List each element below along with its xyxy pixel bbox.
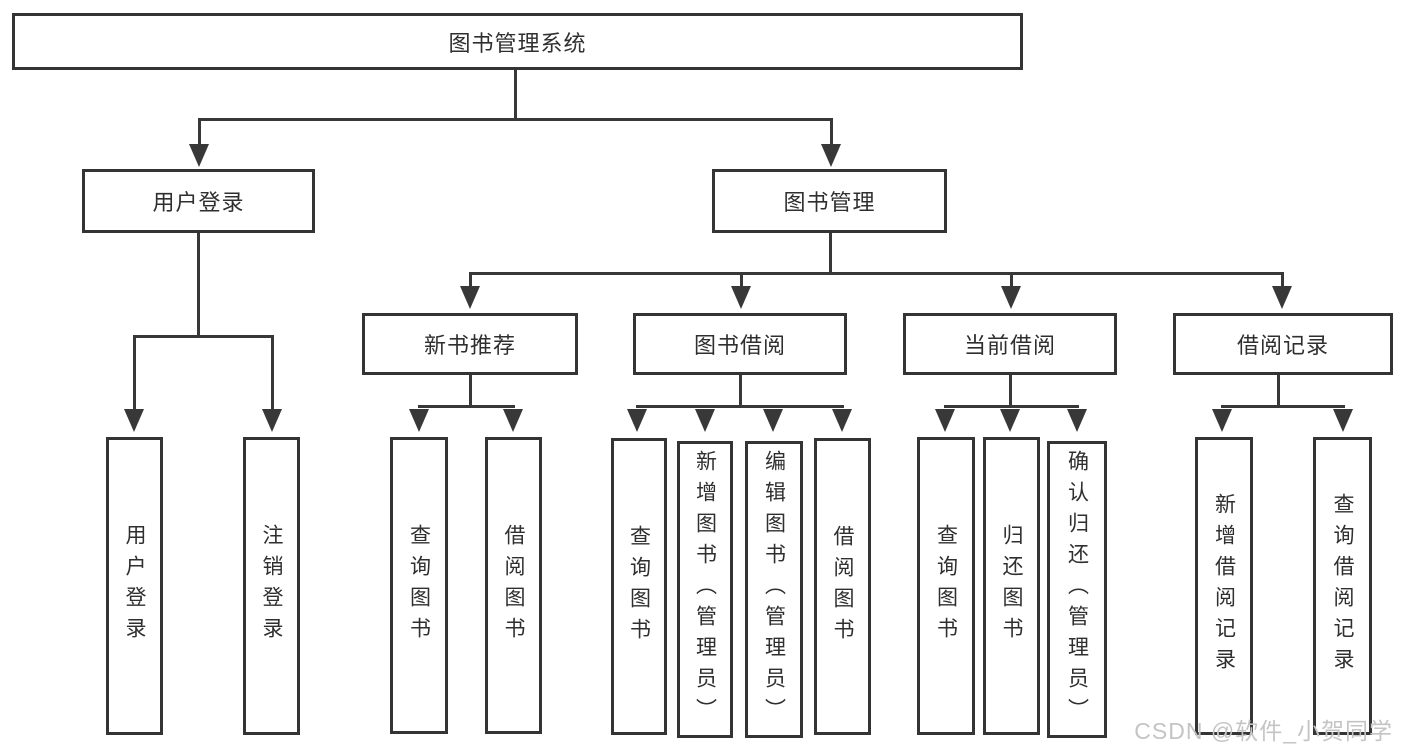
arrow-down-icon: [821, 144, 841, 167]
arrow-down-icon: [627, 409, 647, 432]
arrow-down-icon: [1067, 409, 1087, 432]
csdn-watermark: CSDN @软件_小贺同学: [1134, 718, 1393, 744]
arrow-down-icon: [124, 409, 144, 432]
leaf-label: 查询借阅记录: [1331, 493, 1354, 679]
connector-line: [830, 118, 833, 147]
arrow-down-icon: [695, 409, 715, 432]
leaf-label: 新增借阅记录: [1212, 493, 1236, 679]
leaf-label: 确认归还（管理员）: [1065, 450, 1089, 729]
connector-line: [514, 70, 517, 118]
connector-line: [636, 405, 844, 408]
connector-line: [198, 118, 832, 121]
node-borrowing-records: 借阅记录: [1173, 313, 1393, 375]
leaf-label: 借阅图书: [502, 523, 525, 648]
connector-line: [469, 272, 1283, 275]
leaf-query-books-current: 查询图书: [917, 437, 975, 735]
node-label: 图书管理系统: [448, 30, 587, 56]
leaf-label: 借阅图书: [831, 524, 854, 649]
connector-line: [1281, 272, 1284, 287]
arrow-down-icon: [189, 144, 209, 167]
arrow-down-icon: [503, 409, 523, 432]
connector-line: [271, 335, 274, 410]
arrow-down-icon: [832, 409, 852, 432]
leaf-edit-books-admin: 编辑图书（管理员）: [745, 441, 803, 738]
node-current-borrowing: 当前借阅: [903, 313, 1117, 375]
leaf-add-books-admin: 新增图书（管理员）: [677, 441, 733, 738]
arrow-down-icon: [1272, 286, 1292, 309]
leaf-add-borrow-record: 新增借阅记录: [1195, 437, 1253, 735]
leaf-borrow-books: 借阅图书: [814, 438, 871, 735]
connector-line: [469, 272, 472, 287]
arrow-down-icon: [409, 409, 429, 432]
leaf-query-books-recommend: 查询图书: [390, 437, 448, 734]
connector-line: [1277, 375, 1280, 408]
node-label: 图书管理: [783, 190, 876, 215]
arrow-down-icon: [1212, 409, 1232, 432]
leaf-logout: 注销登录: [243, 437, 300, 735]
connector-line: [739, 375, 742, 408]
leaf-confirm-return-admin: 确认归还（管理员）: [1047, 441, 1107, 738]
leaf-label: 查询图书: [934, 524, 958, 648]
leaf-label: 注销登录: [260, 524, 283, 648]
connector-line: [829, 233, 832, 275]
arrow-down-icon: [935, 409, 955, 432]
leaf-query-books-borrow: 查询图书: [611, 438, 667, 735]
node-book-borrowing: 图书借阅: [633, 313, 847, 375]
leaf-label: 编辑图书（管理员）: [762, 450, 786, 729]
arrow-down-icon: [460, 286, 480, 309]
connector-line: [740, 272, 743, 287]
node-library-management-system: 图书管理系统: [12, 13, 1023, 70]
leaf-query-borrow-record: 查询借阅记录: [1313, 437, 1372, 735]
node-label: 新书推荐: [423, 333, 516, 358]
arrow-down-icon: [1000, 409, 1020, 432]
arrow-down-icon: [1001, 286, 1021, 309]
leaf-label: 用户登录: [123, 524, 146, 648]
arrow-down-icon: [763, 409, 783, 432]
connector-line: [197, 233, 200, 338]
leaf-label: 查询图书: [407, 523, 431, 648]
leaf-return-books: 归还图书: [983, 437, 1040, 735]
arrow-down-icon: [262, 409, 282, 432]
leaf-user-login: 用户登录: [106, 437, 163, 735]
leaf-label: 查询图书: [627, 524, 651, 649]
connector-line: [944, 405, 1079, 408]
connector-line: [133, 335, 136, 410]
leaf-borrow-books-recommend: 借阅图书: [485, 437, 542, 734]
node-user-login: 用户登录: [82, 169, 315, 233]
arrow-down-icon: [731, 286, 751, 309]
connector-line: [198, 118, 201, 147]
node-label: 图书借阅: [693, 333, 786, 358]
connector-line: [1009, 375, 1012, 408]
connector-line: [133, 335, 274, 338]
node-label: 用户登录: [152, 190, 245, 215]
connector-line: [469, 375, 472, 408]
node-book-management: 图书管理: [712, 169, 947, 233]
connector-line: [418, 405, 515, 408]
connector-line: [1010, 272, 1013, 287]
leaf-label: 归还图书: [1000, 524, 1023, 648]
arrow-down-icon: [1333, 409, 1353, 432]
connector-line: [1221, 405, 1345, 408]
node-new-book-recommendation: 新书推荐: [362, 313, 578, 375]
node-label: 当前借阅: [963, 333, 1056, 358]
node-label: 借阅记录: [1236, 333, 1329, 358]
leaf-label: 新增图书（管理员）: [693, 450, 717, 729]
